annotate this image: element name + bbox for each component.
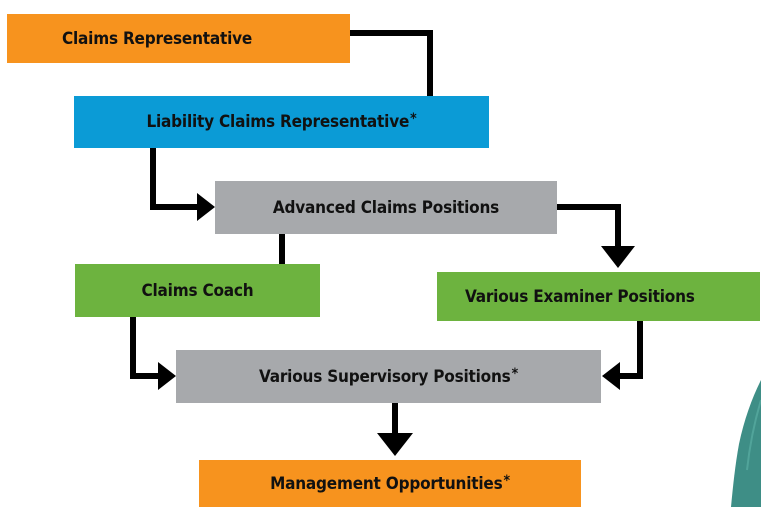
box-management-opportunities: Management Opportunities* <box>199 460 581 507</box>
box-claims-coach: Claims Coach <box>75 264 320 317</box>
box-label: Various Examiner Positions <box>465 286 695 307</box>
box-label: Management Opportunities <box>270 473 503 494</box>
arrowhead-down <box>601 246 635 268</box>
box-various-examiner-positions: Various Examiner Positions <box>437 272 760 321</box>
arrowhead-right <box>197 193 215 221</box>
box-various-supervisory-positions: Various Supervisory Positions* <box>176 350 601 403</box>
person-photo-fragment <box>731 380 761 507</box>
connector-advanced-to-examiner <box>557 204 621 248</box>
connector-coach-to-supervisory <box>130 317 162 379</box>
shoulder-highlight <box>746 399 761 471</box>
asterisk-footnote-mark: * <box>410 111 417 127</box>
connector-liability-to-advanced <box>150 148 200 210</box>
box-label: Claims Coach <box>141 280 254 301</box>
arrowhead-down <box>377 433 413 456</box>
arrowhead-right <box>158 362 176 390</box>
arrowhead-left <box>602 362 620 390</box>
connector-examiner-to-supervisory <box>616 321 643 379</box>
box-label: Liability Claims Representative <box>146 112 410 132</box>
box-claims-representative: Claims Representative <box>7 14 350 63</box>
box-label: Advanced Claims Positions <box>272 197 500 218</box>
box-liability-claims-representative: Liability Claims Representative* <box>74 96 489 148</box>
box-label: Claims Representative <box>62 28 253 49</box>
asterisk-footnote-mark: * <box>511 365 519 382</box>
shoulder-shape <box>731 380 761 507</box>
box-advanced-claims-positions: Advanced Claims Positions <box>215 181 557 234</box>
asterisk-footnote-mark: * <box>503 472 511 489</box>
connector-claims-rep-to-liability <box>350 30 433 96</box>
box-label: Various Supervisory Positions <box>259 366 511 387</box>
